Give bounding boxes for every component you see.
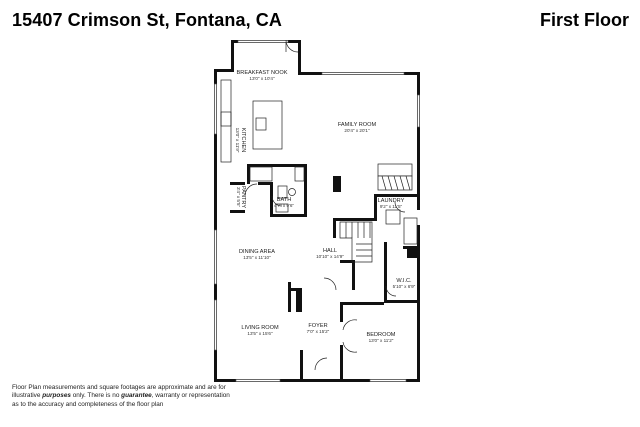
property-address: 15407 Crimson St, Fontana, CA (12, 10, 282, 30)
svg-text:10'10" x 14'9": 10'10" x 14'9" (316, 254, 344, 259)
windows (214, 40, 420, 382)
room-wic: W.I.C. 5'10" x 6'9" (393, 278, 416, 289)
fireplace (377, 163, 413, 191)
svg-text:HALL: HALL (323, 248, 337, 254)
floor-label: First Floor (540, 10, 629, 30)
svg-text:PANTRY: PANTRY (240, 186, 246, 208)
svg-text:7'0" x 15'2": 7'0" x 15'2" (307, 329, 330, 334)
svg-text:13'5" x 11'10": 13'5" x 11'10" (243, 255, 271, 260)
room-family-room: FAMILY ROOM 20'4" x 20'1" (338, 122, 377, 133)
svg-text:KITCHEN: KITCHEN (240, 128, 246, 153)
room-dining-area: DINING AREA 13'5" x 11'10" (239, 249, 275, 260)
disclaimer-emphasis: purposes (42, 392, 71, 400)
svg-text:DINING AREA: DINING AREA (239, 249, 275, 255)
disclaimer-line-2: illustrative purposes only. There is no … (12, 392, 342, 400)
disclaimer-line-1: Floor Plan measurements and square foota… (12, 384, 226, 391)
svg-text:13'5" x 15'6": 13'5" x 15'6" (247, 331, 273, 336)
interior-walls (230, 164, 420, 381)
disclaimer-part: , warranty or representation (151, 392, 230, 400)
svg-text:FAMILY ROOM: FAMILY ROOM (338, 122, 377, 128)
room-bedroom: BEDROOM 13'0" x 11'2" (367, 332, 396, 343)
svg-text:FOYER: FOYER (308, 323, 327, 329)
bath-fixtures (275, 185, 296, 213)
room-kitchen: KITCHEN 13'0" x 11'9" (235, 128, 246, 153)
svg-text:9'2" x 11'5": 9'2" x 11'5" (380, 204, 403, 209)
svg-text:13'0" x 10'4": 13'0" x 10'4" (249, 76, 275, 81)
svg-text:5'10" x 6'9": 5'10" x 6'9" (393, 284, 416, 289)
room-foyer: FOYER 7'0" x 15'2" (307, 323, 330, 334)
svg-text:BREAKFAST NOOK: BREAKFAST NOOK (237, 70, 288, 76)
svg-text:W.I.C.: W.I.C. (396, 278, 412, 284)
disclaimer-line-3: as to the accuracy and completeness of t… (12, 400, 164, 408)
room-breakfast-nook: BREAKFAST NOOK 13'0" x 10'4" (237, 70, 288, 81)
kitchen-fixtures (220, 79, 305, 182)
door-swings (244, 39, 406, 371)
svg-text:13'0" x 11'2": 13'0" x 11'2" (369, 338, 394, 343)
svg-text:20'4" x 20'1": 20'4" x 20'1" (344, 128, 370, 133)
svg-text:BEDROOM: BEDROOM (367, 332, 396, 338)
disclaimer-part: only. There is no (70, 392, 122, 400)
svg-text:BATH: BATH (277, 197, 292, 203)
disclaimer-text: Floor Plan measurements and square foota… (12, 384, 342, 409)
svg-text:4'7" x 9'6": 4'7" x 9'6" (274, 203, 294, 208)
svg-text:13'0" x 11'9": 13'0" x 11'9" (235, 128, 240, 153)
svg-text:LIVING ROOM: LIVING ROOM (241, 325, 279, 331)
svg-text:3'4" x 5'5": 3'4" x 5'5" (236, 187, 241, 207)
room-laundry: LAUNDRY 9'2" x 11'5" (378, 198, 405, 209)
room-pantry: PANTRY 3'4" x 5'5" (236, 186, 246, 208)
disclaimer-part: illustrative (12, 392, 43, 400)
room-hall: HALL 10'10" x 14'9" (316, 248, 344, 259)
laundry-fixtures (385, 209, 418, 245)
staircase (339, 221, 373, 263)
room-bath: BATH 4'7" x 9'6" (274, 197, 294, 208)
disclaimer-emphasis: guarantee (121, 392, 152, 400)
room-living-room: LIVING ROOM 13'5" x 15'6" (241, 325, 279, 336)
svg-text:LAUNDRY: LAUNDRY (378, 198, 405, 204)
